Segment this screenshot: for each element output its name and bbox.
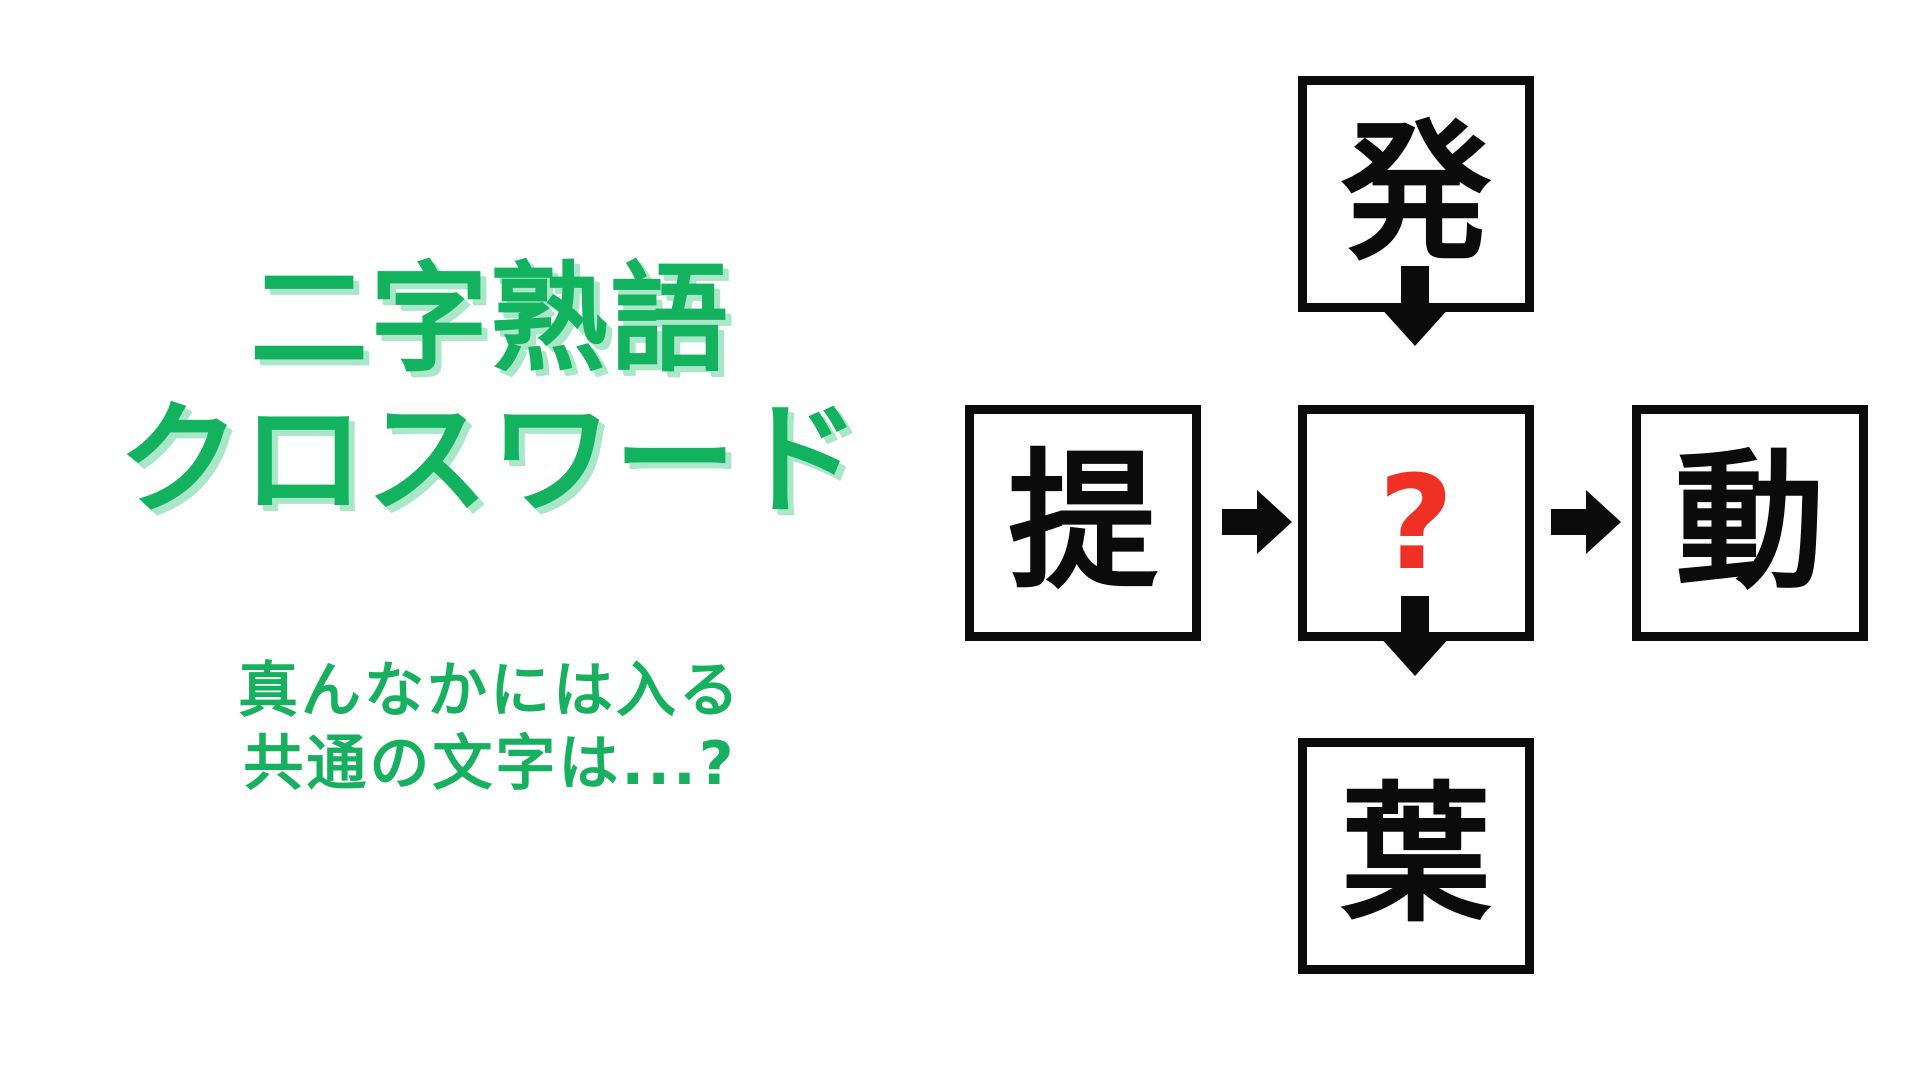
subtitle-line-2: 共通の文字は...? (243, 729, 737, 800)
crossword-diagram: 発 提 ? 動 葉 (960, 0, 1920, 1080)
title-line-2: クロスワード (118, 389, 862, 532)
crossword-cell-right: 動 (1632, 405, 1868, 641)
crossword-cell-right-label: 動 (1674, 436, 1825, 610)
arrow-down-icon (1375, 596, 1455, 676)
arrow-right-icon (1222, 487, 1292, 557)
crossword-cell-top-label: 発 (1340, 107, 1491, 281)
crossword-cell-bottom-label: 葉 (1340, 769, 1491, 943)
crossword-cell-bottom: 葉 (1298, 738, 1534, 974)
title-line-1: 二字熟語 (249, 250, 730, 388)
headline-panel: 二字熟語 クロスワード 真んなかには入る 共通の文字は...? (0, 250, 980, 801)
crossword-cell-left: 提 (965, 405, 1201, 641)
arrow-right-icon (1551, 487, 1621, 557)
crossword-cell-left-label: 提 (1007, 436, 1158, 610)
page-subtitle: 真んなかには入る 共通の文字は...? (0, 655, 980, 801)
subtitle-line-1: 真んなかには入る (238, 656, 742, 726)
arrow-down-icon (1375, 266, 1455, 346)
page-title: 二字熟語 クロスワード (0, 250, 980, 533)
question-mark-icon: ? (1378, 447, 1454, 599)
